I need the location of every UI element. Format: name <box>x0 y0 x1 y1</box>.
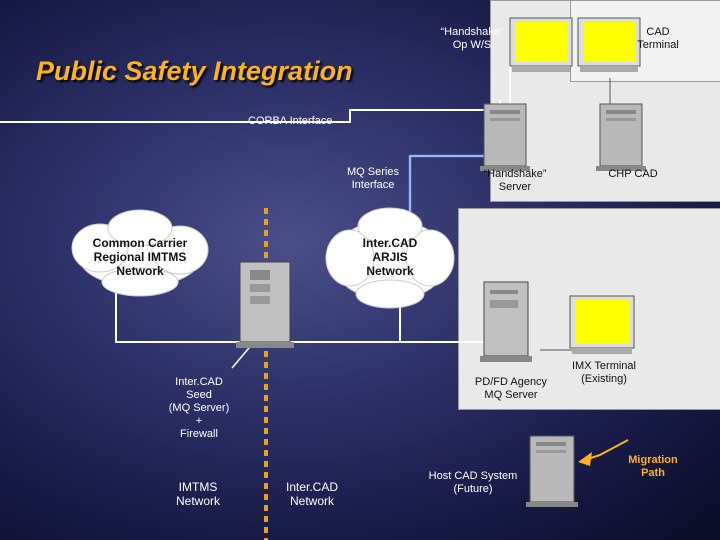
intercad-seed-label: Inter.CAD Seed (MQ Server) + Firewall <box>168 376 230 440</box>
handshake-ops-label: “Handshake” Op W/S <box>440 26 504 51</box>
chp-cad-label: CHP CAD <box>608 168 658 180</box>
handshake-ops-monitor-icon <box>509 17 573 72</box>
chp-cad-server-icon <box>596 103 646 171</box>
migration-arrow-head <box>578 452 592 466</box>
carrier-link <box>115 276 240 343</box>
common-carrier-label: Common Carrier Regional IMTMS Network <box>92 236 188 278</box>
migration-path-label: Migration Path <box>628 454 678 479</box>
cad-terminal-monitor-icon <box>577 17 641 72</box>
corba-label: CORBA Interface <box>248 115 333 127</box>
page-title: Public Safety Integration <box>36 56 353 86</box>
imtms-network-label: IMTMS Network <box>175 480 220 508</box>
imx-terminal-monitor-icon <box>569 295 635 354</box>
handshake-server-label: “Handshake” Server <box>483 168 547 193</box>
host-cad-label: Host CAD System (Future) <box>428 470 518 495</box>
pdfd-agency-label: PD/FD Agency MQ Server <box>474 376 548 401</box>
intercad-arjis-label: Inter.CAD ARJIS Network <box>362 236 418 278</box>
cad-terminal-label: CAD Terminal <box>637 26 679 51</box>
mq-series-label: MQ Series Interface <box>347 166 399 191</box>
handshake-server-icon <box>480 103 530 171</box>
common-carrier-cloud <box>71 209 209 297</box>
host-cad-server-icon <box>526 435 578 507</box>
intercad-network-label: Inter.CAD Network <box>285 480 339 508</box>
agency-server-icon <box>480 281 532 362</box>
arjis-cloud <box>325 207 455 309</box>
imx-terminal-label: IMX Terminal (Existing) <box>572 360 636 385</box>
seed-server-icon <box>236 261 294 348</box>
